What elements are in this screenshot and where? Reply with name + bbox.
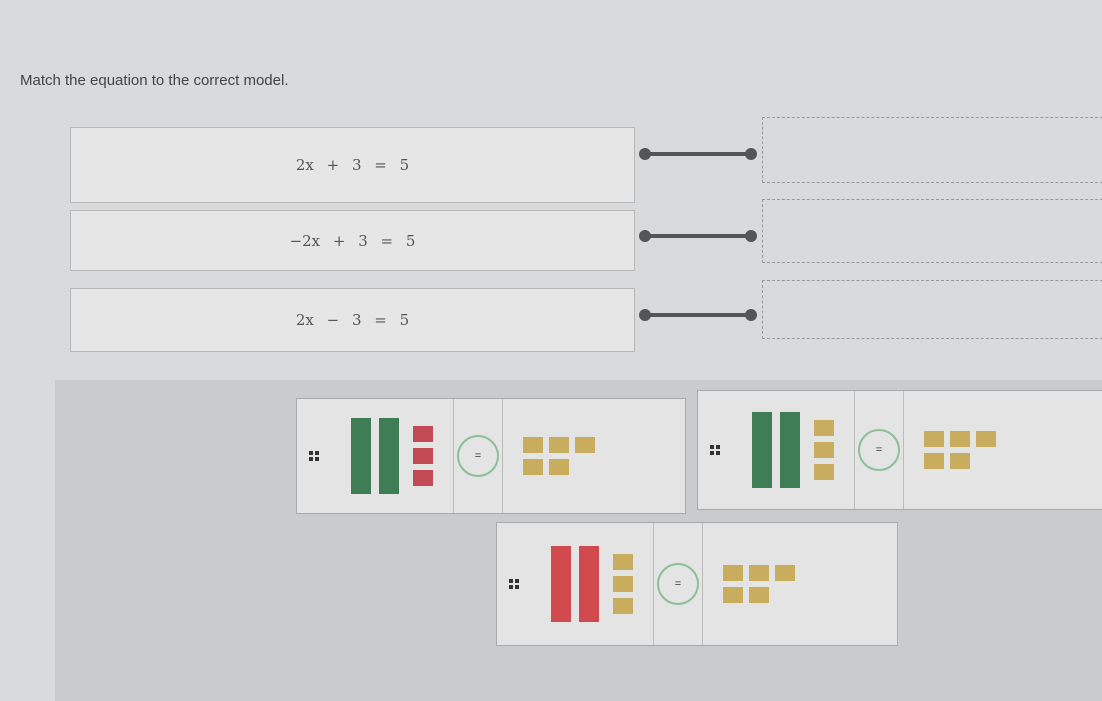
unit-tile	[613, 554, 633, 570]
unit-tile	[814, 464, 834, 480]
equation-1[interactable]: 2x + 3 = 5	[70, 127, 635, 203]
x-tile	[780, 412, 800, 488]
x-tile	[379, 418, 399, 494]
unit-tile	[413, 470, 433, 486]
drag-handle-icon[interactable]	[309, 451, 319, 461]
drop-target-2[interactable]	[762, 199, 1102, 263]
model-card-1[interactable]: =	[296, 398, 686, 514]
drop-target-1[interactable]	[762, 117, 1102, 183]
unit-tile	[723, 587, 743, 603]
unit-tile	[413, 448, 433, 464]
unit-tile	[549, 459, 569, 475]
equation-text: 2x + 3 = 5	[295, 156, 410, 174]
equation-text: −2x + 3 = 5	[289, 231, 416, 250]
x-tile	[551, 546, 571, 622]
unit-tile	[775, 565, 795, 581]
x-tile	[351, 418, 371, 494]
drop-target-3[interactable]	[762, 280, 1102, 339]
equals-sign: =	[858, 429, 900, 471]
left-side	[341, 418, 443, 494]
right-side	[914, 431, 1006, 469]
equals-sign: =	[657, 563, 699, 605]
drag-handle-icon[interactable]	[509, 579, 519, 589]
instructions: Match the equation to the correct model.	[20, 72, 289, 89]
connector-3[interactable]	[639, 309, 757, 321]
equals-sign: =	[457, 435, 499, 477]
left-side	[742, 412, 844, 488]
unit-tile	[549, 437, 569, 453]
unit-tile	[723, 565, 743, 581]
unit-tile	[924, 431, 944, 447]
right-side	[713, 565, 805, 603]
unit-tile	[413, 426, 433, 442]
unit-tile	[523, 459, 543, 475]
model-card-2[interactable]: =	[697, 390, 1102, 510]
unit-tile	[749, 565, 769, 581]
right-side	[513, 437, 605, 475]
unit-tile	[749, 587, 769, 603]
unit-tile	[950, 453, 970, 469]
x-tile	[752, 412, 772, 488]
unit-tile	[613, 598, 633, 614]
unit-tile	[976, 431, 996, 447]
connector-2[interactable]	[639, 230, 757, 242]
equation-text: 2x − 3 = 5	[295, 311, 410, 329]
unit-tile	[575, 437, 595, 453]
drag-handle-icon[interactable]	[710, 445, 720, 455]
x-tile	[579, 546, 599, 622]
unit-tile	[814, 442, 834, 458]
unit-tile	[950, 431, 970, 447]
unit-tile	[814, 420, 834, 436]
connector-1[interactable]	[639, 148, 757, 160]
unit-tile	[523, 437, 543, 453]
left-side	[541, 546, 643, 622]
equation-3[interactable]: 2x − 3 = 5	[70, 288, 635, 352]
model-card-3[interactable]: =	[496, 522, 898, 646]
equation-2[interactable]: −2x + 3 = 5	[70, 210, 635, 271]
unit-tile	[924, 453, 944, 469]
unit-tile	[613, 576, 633, 592]
